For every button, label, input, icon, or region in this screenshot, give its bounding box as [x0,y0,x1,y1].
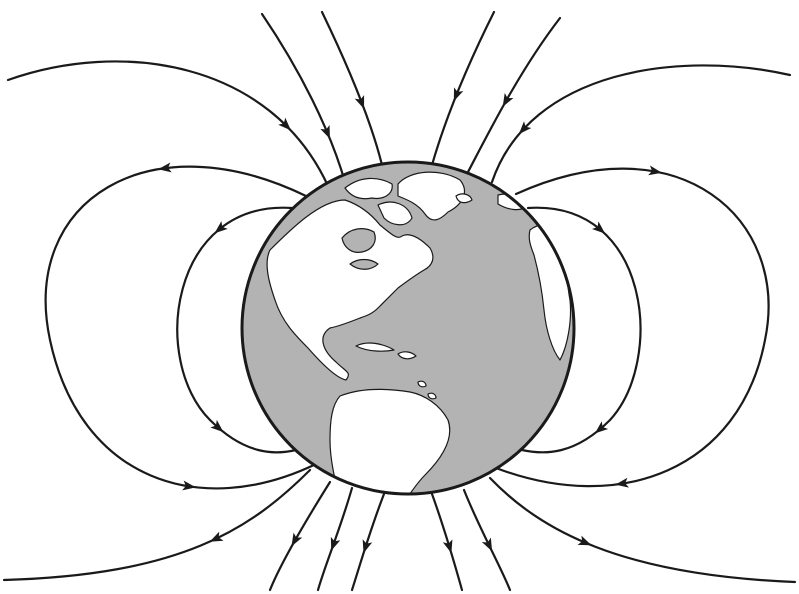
arrowhead-icon [326,537,340,553]
globe-icon [242,162,574,500]
field-line-bottom-6 [464,490,510,590]
landmass-caribbean-islands-2 [428,393,436,399]
arrowhead-icon [578,536,594,550]
arrowhead-icon [320,125,334,141]
field-line-top-1 [262,14,345,182]
arrowhead-icon [359,539,372,554]
field-line-right-outer [492,65,790,182]
arrowhead-icon [443,539,456,554]
field-line-bottom-3 [318,488,352,590]
field-line-bottom-4 [352,494,384,590]
arrowhead-icon [449,87,463,103]
arrowhead-icon [482,538,497,554]
arrowhead-icon [355,95,369,111]
arrowhead-icon [287,533,302,549]
field-line-bottom-7 [490,478,795,582]
field-line-top-4 [468,18,560,172]
arrowhead-icon [498,93,513,109]
field-line-bottom-1 [4,470,310,580]
field-line-bottom-5 [432,494,462,590]
landmass-caribbean-islands [418,381,426,387]
arrowhead-icon [207,532,223,547]
